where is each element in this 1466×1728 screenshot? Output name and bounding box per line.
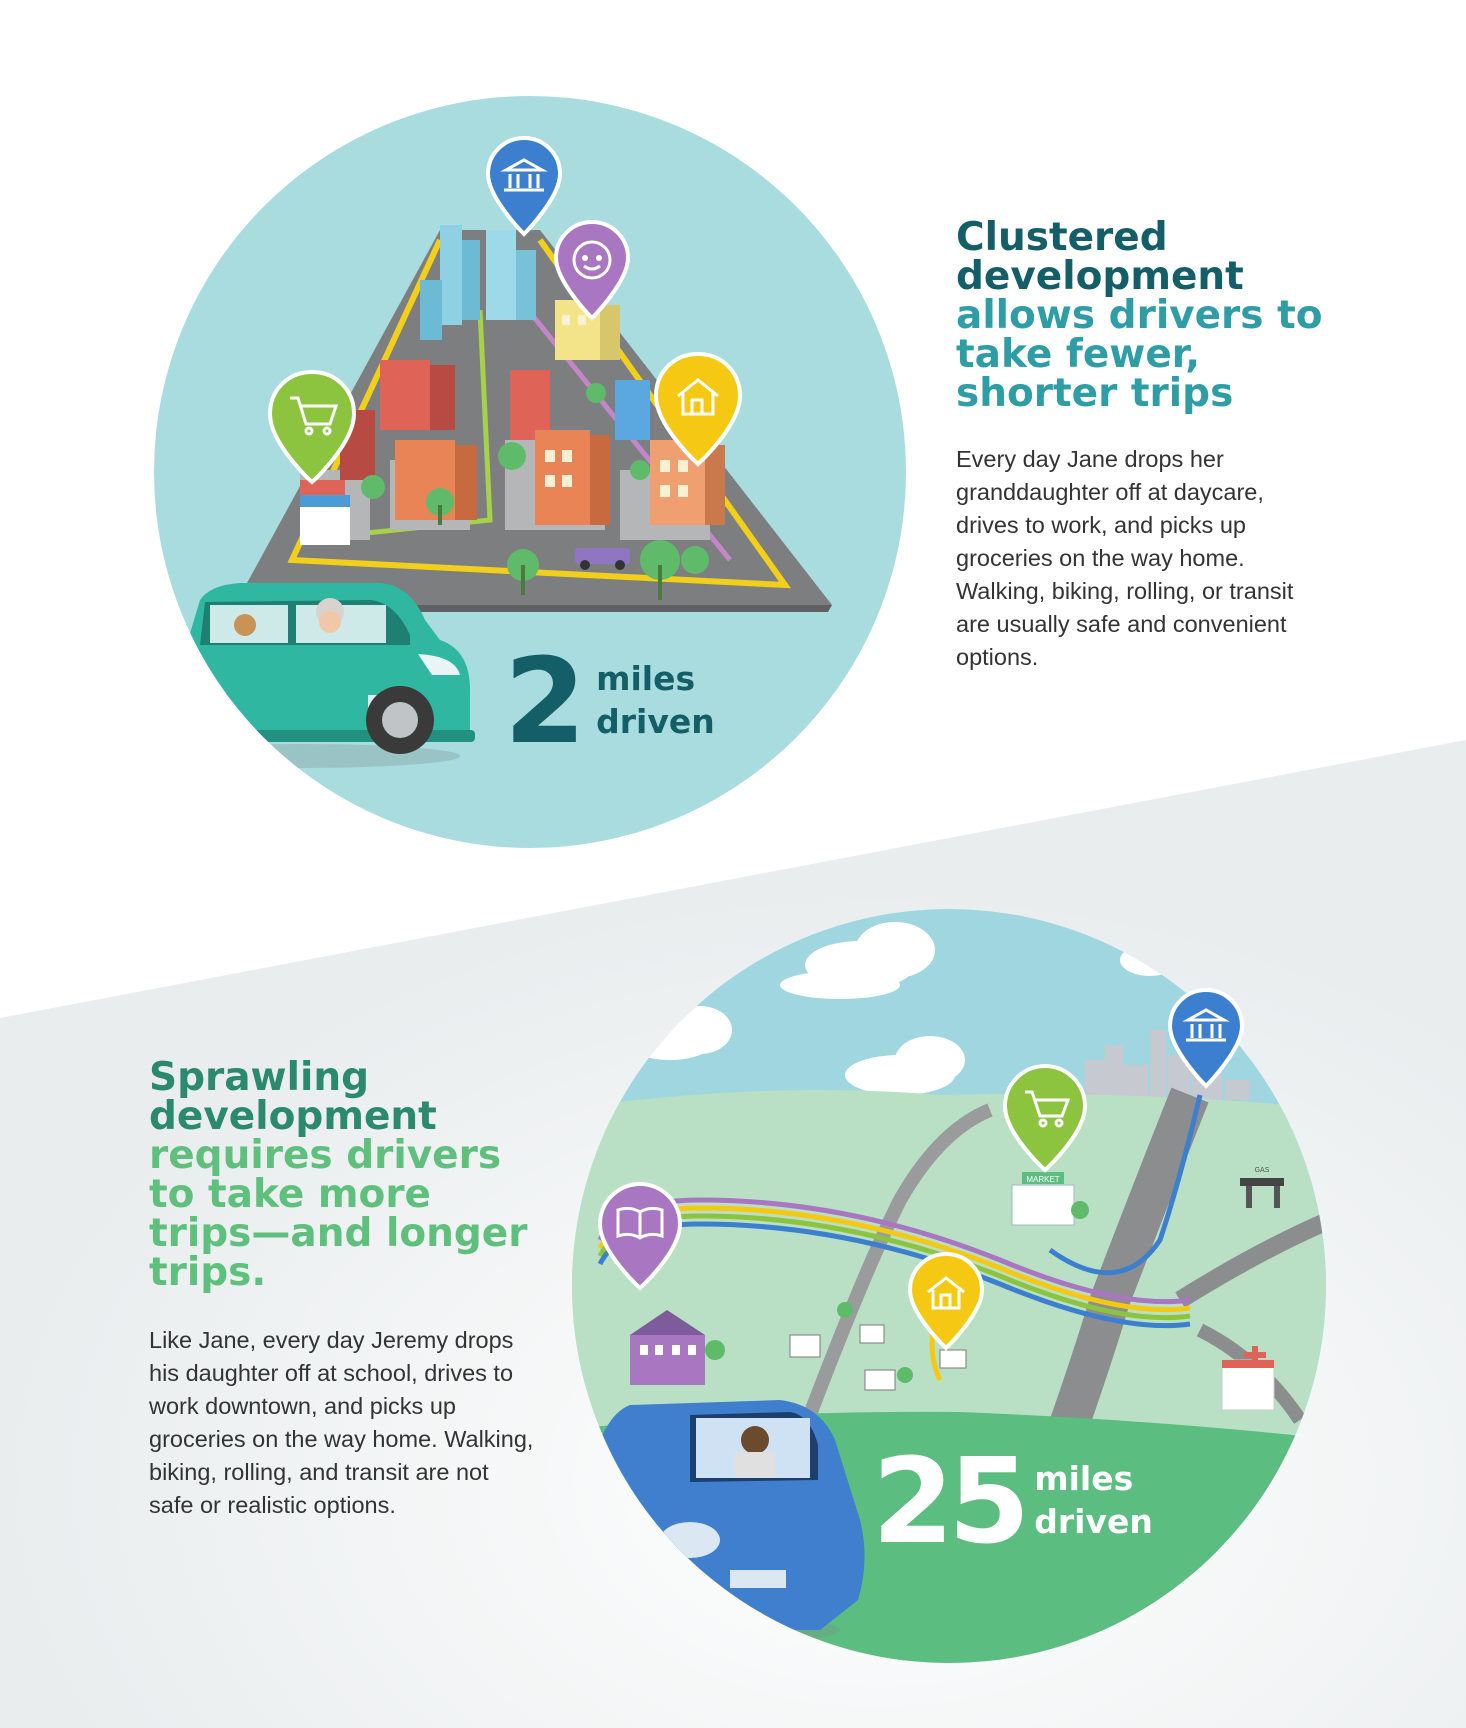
sprawling-heading-line: trips—and longer (149, 1211, 528, 1256)
baby-icon (572, 240, 612, 280)
clouds (625, 922, 1180, 1095)
clustered-description: Every day Jane drops her granddaughter o… (956, 446, 1294, 670)
clustered-heading-line: Clustered (956, 215, 1168, 260)
miles-label-line: driven (1034, 1502, 1153, 1541)
sprawling-heading-line: trips. (149, 1250, 267, 1295)
hospital-building (1221, 1346, 1275, 1411)
home-icon (677, 378, 719, 416)
grocery-pin-bottom (1002, 1063, 1088, 1173)
sprawling-heading-line: requires drivers (149, 1133, 502, 1178)
clustered-heading-line: take fewer, (956, 332, 1201, 377)
home-pin-bottom (907, 1251, 985, 1351)
daycare-pin-top (553, 219, 631, 321)
miles-label-line: miles (596, 659, 696, 699)
market-building: MARKET (1011, 1172, 1075, 1226)
clustered-miles-stat: 2 miles driven (504, 642, 715, 760)
sprawling-miles-label: miles driven (1034, 1458, 1153, 1544)
clustered-heading-line: shorter trips (956, 371, 1234, 416)
sprawling-heading-line: development (149, 1094, 437, 1139)
grocery-pin-top (267, 369, 357, 485)
shopping-cart-icon (290, 396, 339, 436)
book-icon (616, 1206, 664, 1240)
gas-sign: GAS (1255, 1167, 1270, 1174)
clustered-illustration (154, 96, 906, 848)
sprawling-description: Like Jane, every day Jeremy drops his da… (149, 1327, 534, 1518)
sprawling-miles-value: 25 (872, 1432, 1030, 1570)
shopping-cart-icon (1025, 1090, 1071, 1128)
miles-label-line: miles (1034, 1459, 1134, 1499)
sprawling-text-block: Sprawling development requires drivers t… (149, 1058, 549, 1522)
gas-station: GAS (1240, 1167, 1284, 1208)
hospital-icon (1244, 1346, 1266, 1364)
home-pin-top (653, 351, 743, 467)
bank-pin-top (485, 135, 563, 237)
school-building (630, 1310, 705, 1385)
clustered-text-block: Clustered development allows drivers to … (956, 218, 1356, 674)
bank-icon (500, 158, 548, 192)
clustered-miles-label: miles driven (596, 658, 715, 744)
miles-label-line: driven (596, 702, 715, 741)
clustered-miles-value: 2 (504, 632, 587, 770)
sprawling-heading-line: to take more (149, 1172, 432, 1217)
home-icon (927, 1276, 965, 1310)
clustered-heading: Clustered development allows drivers to … (956, 218, 1356, 413)
bank-pin-bottom (1167, 987, 1245, 1089)
market-sign: MARKET (1026, 1175, 1059, 1184)
sprawling-miles-stat: 25 miles driven (872, 1442, 1153, 1560)
bank-icon (1182, 1008, 1230, 1042)
school-pin-bottom (597, 1181, 683, 1291)
sprawling-heading-line: Sprawling (149, 1055, 370, 1100)
sprawling-heading: Sprawling development requires drivers t… (149, 1058, 549, 1292)
clustered-heading-line: development (956, 254, 1244, 299)
clustered-heading-line: allows drivers to (956, 293, 1323, 338)
